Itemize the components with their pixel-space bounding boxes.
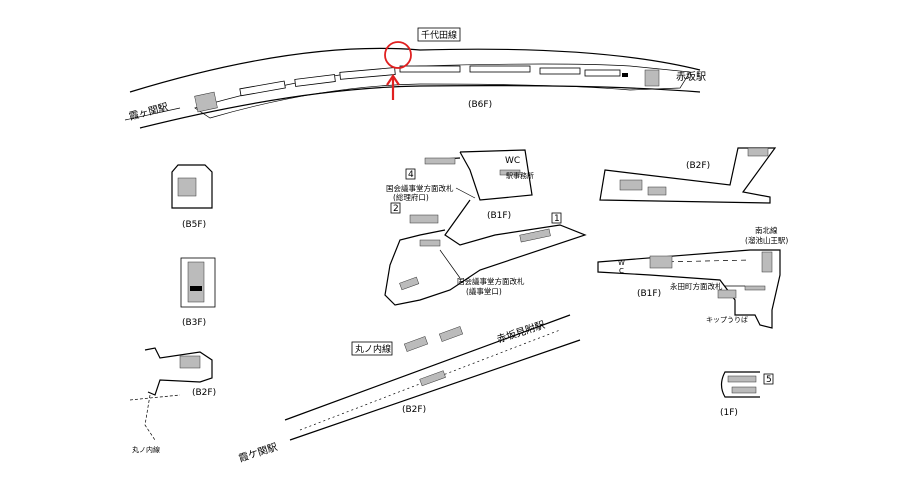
exit-1[interactable]: 1: [554, 214, 560, 224]
b5f-floor-plan: [171, 164, 213, 209]
chiyoda-line-label: 千代田線: [417, 27, 461, 42]
gate-upper-name: 国会議事堂方面改札: [386, 183, 454, 193]
gate-lower-sub: (議事堂口): [466, 286, 502, 296]
exit-4[interactable]: 4: [408, 170, 414, 180]
wc-label: WC: [505, 156, 520, 166]
kasumigaseki-marunouchi-label: 霞ケ関駅: [237, 441, 279, 465]
floor-b1f-center: (B1F): [487, 211, 511, 221]
gate-upper-sub: (総理府口): [393, 192, 429, 202]
station-office-label: 駅事務所: [506, 171, 534, 180]
exit-5[interactable]: 5: [766, 375, 772, 385]
ticket-office-label: キップうりば: [706, 315, 748, 324]
right-b1f-floor-plan: [597, 249, 781, 329]
red-arrow-icon: [386, 74, 400, 100]
highlight-circle: [384, 41, 412, 69]
b3f-floor-plan: [180, 257, 216, 308]
marunouchi-line-name: 丸ノ内線: [355, 343, 391, 355]
floor-b2f-left: (B2F): [192, 388, 216, 398]
marunouchi-label-small: 丸ノ内線: [132, 445, 160, 454]
b2f-left-floor-plan: [129, 347, 213, 441]
center-concourse-b1f: [384, 149, 587, 306]
exit-2[interactable]: 2: [393, 204, 399, 214]
akasaka-station-label: 赤坂駅: [676, 71, 706, 83]
right-b2f-floor-plan: [599, 147, 777, 204]
floor-b5f: (B5F): [182, 220, 206, 230]
marunouchi-platform-b2f: [284, 314, 581, 441]
floor-b6f: (B6F): [468, 100, 492, 110]
gate-lower-name: 国会議事堂方面改札: [457, 276, 525, 286]
chiyoda-line-name: 千代田線: [421, 29, 457, 41]
floor-b1f-right: (B1F): [637, 289, 661, 299]
akasaka-mitsuke-station-label: 赤坂見附駅: [495, 318, 547, 346]
floor-b2f-marunouchi: (B2F): [402, 405, 426, 415]
right-1f-exit-plan: [720, 371, 760, 398]
floor-b2f-right: (B2F): [686, 161, 710, 171]
wc-c-label: C: [619, 267, 624, 275]
nagatacho-gate-label: 永田町方面改札: [670, 281, 723, 291]
namboku-line-label: 南北線: [755, 225, 778, 235]
wc-w-label: W: [618, 259, 625, 267]
floor-b3f: (B3F): [182, 318, 206, 328]
kasumigaseki-station-label: 霞ヶ関駅: [128, 101, 170, 123]
chiyoda-platform-b6f: [124, 47, 701, 129]
tameike-sanno-station-label: (溜池山王駅): [745, 235, 788, 245]
floor-1f: (1F): [720, 408, 738, 418]
